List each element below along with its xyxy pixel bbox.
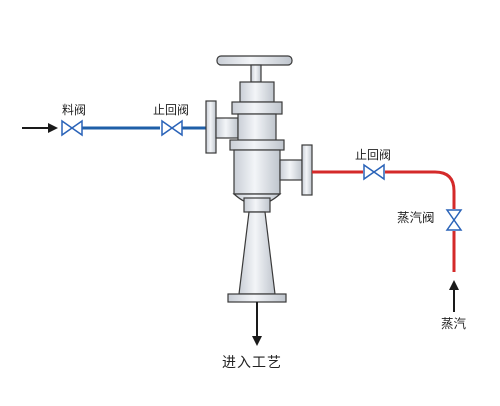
diffuser-cone xyxy=(227,197,287,303)
steam-inlet-nozzle xyxy=(279,144,313,196)
steam-valve-icon[interactable] xyxy=(445,209,463,231)
material-valve-label: 料阀 xyxy=(62,103,87,117)
check-valve-left-label: 止回阀 xyxy=(153,103,190,117)
material-inlet-arrow xyxy=(22,123,58,133)
mixing-chamber xyxy=(232,149,282,206)
outlet-arrow xyxy=(252,302,262,346)
upper-valve-body xyxy=(229,81,285,151)
steam-label: 蒸汽 xyxy=(441,316,467,331)
to-process-label: 进入工艺 xyxy=(222,355,282,371)
check-valve-right-label: 止回阀 xyxy=(355,148,392,162)
check-valve-right-icon[interactable] xyxy=(363,163,385,181)
material-valve-icon[interactable] xyxy=(61,119,83,137)
steam-pipeline xyxy=(312,170,456,272)
handwheel[interactable] xyxy=(216,55,293,83)
left-inlet-nozzle xyxy=(205,100,239,154)
steam-inlet-arrow xyxy=(449,280,459,312)
check-valve-left-icon[interactable] xyxy=(161,119,183,137)
steam-valve-label: 蒸汽阀 xyxy=(397,210,435,225)
